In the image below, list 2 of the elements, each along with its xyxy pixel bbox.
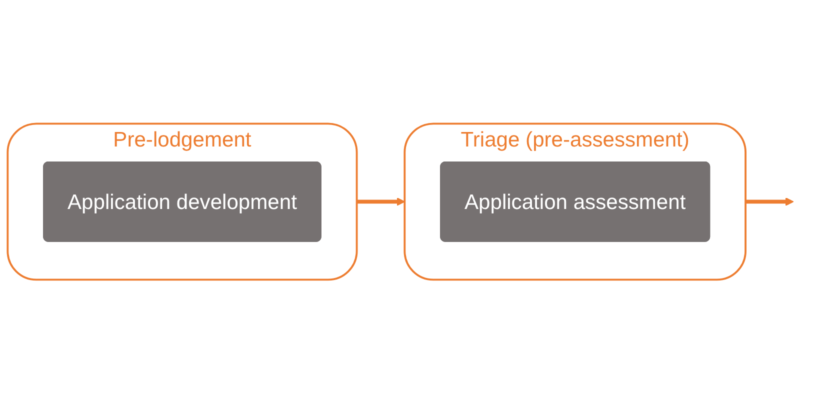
arrow xyxy=(746,198,794,206)
arrow xyxy=(356,198,406,206)
